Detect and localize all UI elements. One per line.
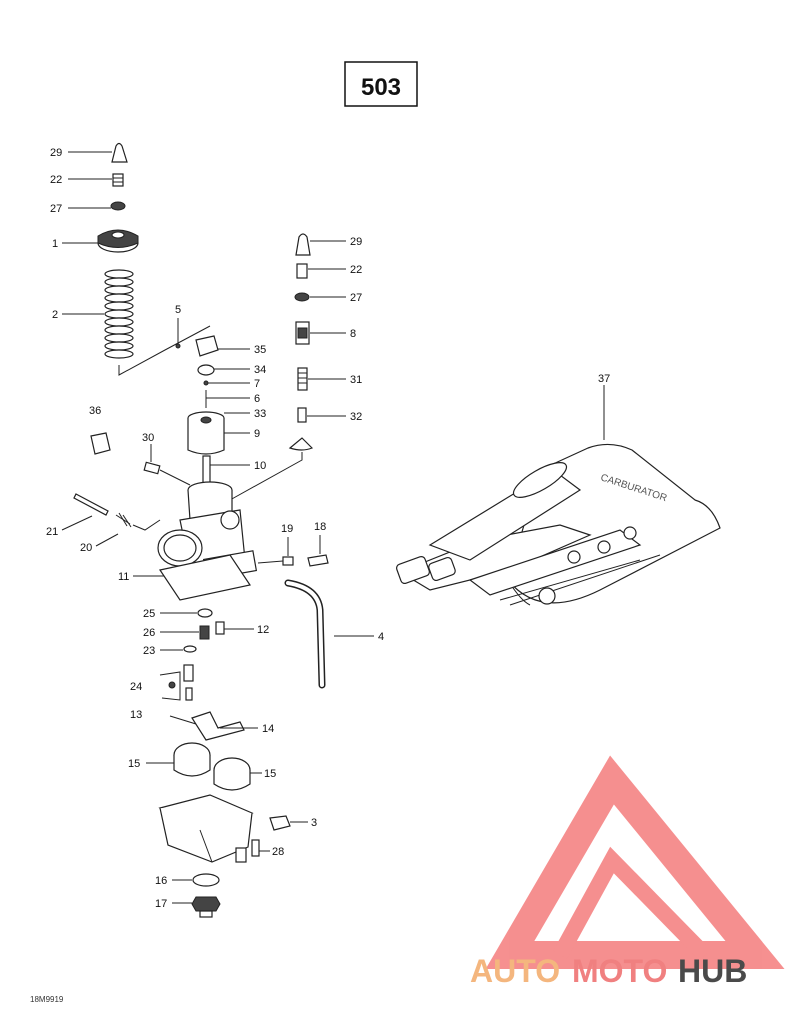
part-21-20-screw-spring: [73, 493, 161, 531]
part-24-jet: [159, 664, 194, 701]
callout-16: 16: [155, 875, 167, 887]
carburetor-body: [157, 481, 258, 601]
part-19: [282, 556, 294, 566]
part-23: [183, 645, 197, 653]
callout-8: 8: [350, 328, 356, 340]
part-12: [215, 621, 225, 635]
callout-27: 27: [350, 292, 362, 304]
callout-25: 25: [143, 608, 155, 620]
callout-37: 37: [598, 373, 610, 385]
callout-6: 6: [254, 393, 260, 405]
callout-31: 31: [350, 374, 362, 386]
leader-lines: [61, 151, 605, 904]
part-36-sleeve: [90, 432, 111, 455]
callout-7: 7: [254, 378, 260, 390]
callout-2: 2: [52, 309, 58, 321]
callout-22: 22: [350, 264, 362, 276]
callout-15: 15: [264, 768, 276, 780]
callout-36: 36: [89, 405, 101, 417]
callout-19: 19: [281, 523, 293, 535]
callout-20: 20: [80, 542, 92, 554]
callout-4: 4: [378, 631, 384, 643]
diagram-number: 503: [361, 74, 401, 101]
callout-13: 13: [130, 709, 142, 721]
part-25: [197, 608, 213, 618]
part-16-gasket: [192, 873, 220, 887]
spring-2: [104, 269, 134, 359]
tool-kit-37: CARBURATOR: [396, 443, 721, 606]
callout-9: 9: [254, 428, 260, 440]
callout-26: 26: [143, 627, 155, 639]
watermark-hub: HUB: [678, 953, 747, 989]
callout-27: 27: [50, 203, 62, 215]
callout-34: 34: [254, 364, 266, 376]
callout-28: 28: [272, 846, 284, 858]
right-cap-stack: [229, 233, 314, 501]
callout-21: 21: [46, 526, 58, 538]
part-14-float-arm: [191, 711, 245, 741]
watermark-logo: [485, 755, 785, 969]
callout-11: 11: [118, 571, 129, 583]
callout-17: 17: [155, 898, 167, 910]
watermark-auto: AUTO: [470, 953, 560, 989]
callout-1: 1: [52, 238, 58, 250]
floats-15: [173, 742, 251, 791]
watermark-text: AUTO MOTO HUB: [470, 953, 747, 989]
document-code: 18M9919: [30, 995, 64, 1004]
part-30-screw: [143, 461, 191, 486]
callout-5: 5: [175, 304, 181, 316]
callout-35: 35: [254, 344, 266, 356]
callout-33: 33: [254, 408, 266, 420]
diagram-number-box: 503: [344, 61, 418, 107]
callout-10: 10: [254, 460, 266, 472]
callout-14: 14: [262, 723, 274, 735]
callout-22: 22: [50, 174, 62, 186]
callout-24: 24: [130, 681, 142, 693]
callout-15: 15: [128, 758, 140, 770]
part-3: [269, 815, 291, 831]
callout-23: 23: [143, 645, 155, 657]
float-bowl: [158, 794, 254, 863]
callout-18: 18: [314, 521, 326, 533]
callout-29: 29: [50, 147, 62, 159]
callout-30: 30: [142, 432, 154, 444]
throttle-slide-assembly: [175, 318, 225, 487]
part-17-plug: [191, 896, 221, 918]
part-26: [199, 625, 210, 640]
callout-12: 12: [257, 624, 269, 636]
part-18: [307, 554, 329, 567]
part-28-screw: [251, 839, 260, 857]
callout-labels: 29 22 27 1 2 5 29 22 27 8 35 34 7 6 33 9…: [46, 147, 610, 910]
callout-3: 3: [311, 817, 317, 829]
callout-29: 29: [350, 236, 362, 248]
watermark-moto: MOTO: [572, 953, 667, 989]
callout-32: 32: [350, 411, 362, 423]
left-cap-stack: [97, 142, 211, 376]
